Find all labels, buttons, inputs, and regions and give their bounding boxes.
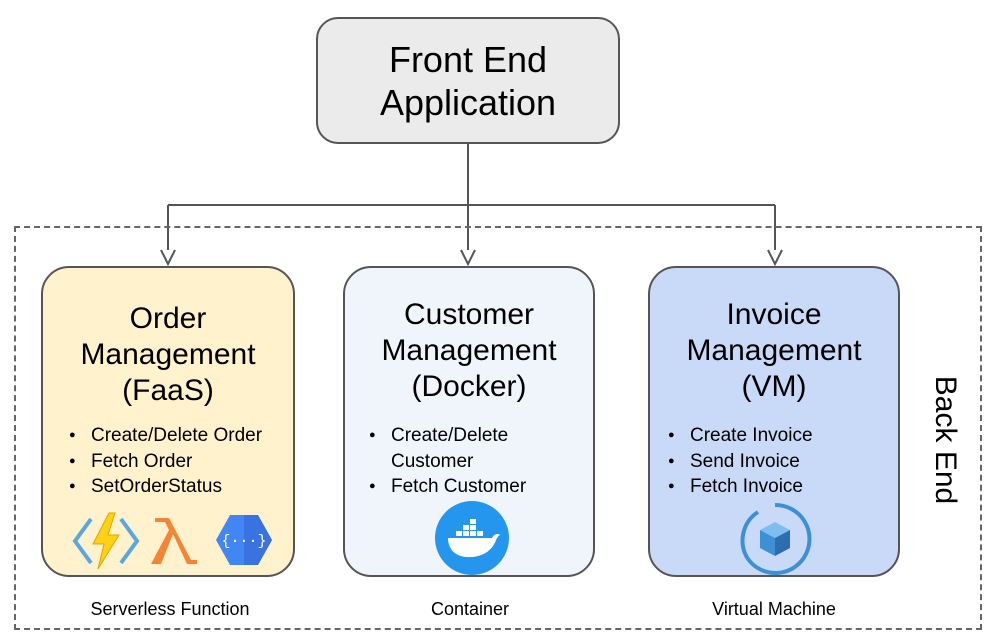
docker-icon (435, 501, 509, 575)
list-item: SetOrderStatus (69, 474, 262, 500)
frontend-title-line1: Front End (388, 38, 548, 80)
frontend-title: Front End Application (380, 38, 556, 124)
list-item: Create/Delete Order (69, 423, 262, 449)
customer-title-line2: Management (381, 334, 557, 367)
azure-functions-icon (72, 512, 140, 570)
svg-text:{···}: {···} (221, 533, 266, 550)
invoice-title-line2: Management (686, 334, 862, 367)
customer-title-line1: Customer (403, 298, 535, 331)
order-feature-list: Create/Delete Order Fetch Order SetOrder… (69, 423, 262, 500)
list-item: Create/Delete (369, 423, 526, 449)
invoice-management-title: Invoice Management (VM) (650, 297, 898, 405)
list-item: Send Invoice (668, 449, 813, 475)
order-title-line2: Management (80, 338, 256, 371)
google-cloud-functions-icon: {···} (216, 515, 272, 565)
aws-lambda-icon (151, 518, 197, 564)
list-item: Fetch Invoice (668, 474, 813, 500)
serverless-function-caption: Serverless Function (90, 599, 250, 619)
invoice-feature-list: Create Invoice Send Invoice Fetch Invoic… (668, 423, 813, 500)
invoice-title-line3: (VM) (741, 370, 807, 403)
backend-group-frame (14, 226, 982, 630)
customer-management-box: Customer Management (Docker) Create/Dele… (343, 266, 595, 577)
invoice-title-line1: Invoice (726, 298, 822, 331)
list-item-continuation: Customer (391, 450, 474, 472)
virtual-machine-cube-icon (740, 502, 812, 575)
customer-management-title: Customer Management (Docker) (345, 297, 593, 405)
order-management-title: Order Management (FaaS) (43, 301, 293, 409)
virtual-machine-caption: Virtual Machine (712, 599, 836, 619)
frontend-title-line2: Application (379, 81, 557, 123)
list-item: Fetch Customer (369, 474, 526, 500)
backend-label: Back End (929, 375, 962, 505)
order-management-box: Order Management (FaaS) Create/Delete Or… (41, 266, 295, 577)
list-item: Create Invoice (668, 423, 813, 449)
container-caption: Container (430, 599, 510, 619)
order-title-line1: Order (129, 302, 207, 335)
frontend-application-box: Front End Application (316, 17, 620, 144)
customer-feature-list: Create/Delete Customer Fetch Customer (369, 423, 526, 500)
order-title-line3: (FaaS) (122, 374, 214, 407)
customer-title-line3: (Docker) (411, 370, 527, 403)
list-item: Fetch Order (69, 449, 262, 475)
invoice-management-box: Invoice Management (VM) Create Invoice S… (648, 266, 900, 577)
